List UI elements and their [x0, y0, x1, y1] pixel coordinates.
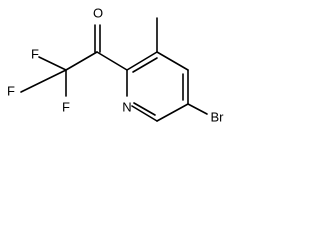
bond-c5-br [187, 103, 208, 115]
bond-cf3-ftop [38, 56, 67, 71]
bond-c2-c3 [126, 51, 158, 71]
bond-c6-n-inner [133, 102, 156, 116]
atom-fluorine-top: F [31, 46, 39, 61]
bond-c5-c6 [156, 103, 189, 122]
atom-labels: O F F F N Br [7, 5, 224, 124]
atom-bromine: Br [211, 109, 225, 124]
atom-fluorine-bottom: F [62, 99, 70, 114]
bond-carbonyl-ring [96, 51, 128, 71]
bond-c6-n [131, 105, 158, 122]
structure-diagram: O F F F N Br [0, 0, 227, 136]
bond-carbonyl-cf3 [65, 51, 98, 71]
bond-c3-c4 [156, 51, 189, 71]
bond-cf3-fleft [20, 69, 67, 93]
molecule-drawing: O F F F N Br [7, 5, 224, 124]
bond-c2-c3-inner [132, 57, 158, 73]
atom-fluorine-left: F [7, 83, 15, 98]
bonds [20, 17, 208, 122]
atom-nitrogen: N [122, 99, 131, 114]
atom-oxygen: O [93, 5, 103, 20]
